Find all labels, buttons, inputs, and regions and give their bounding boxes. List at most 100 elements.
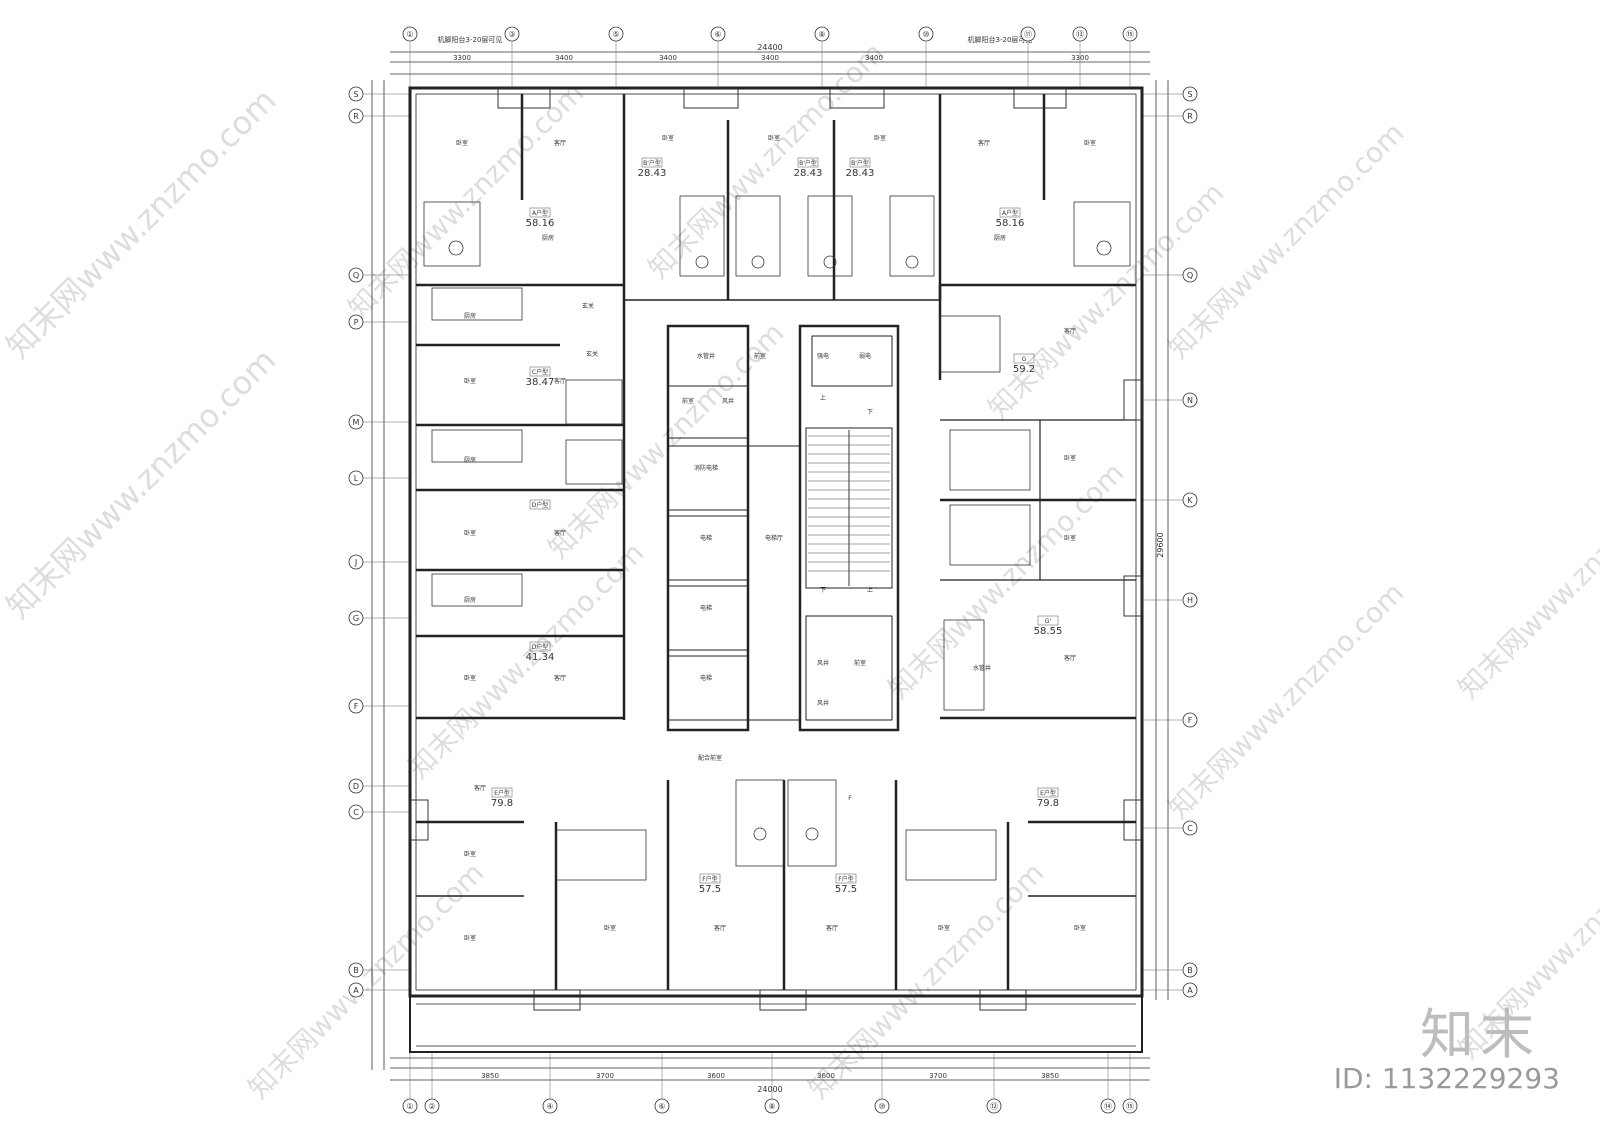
unit-type-label: F户型: [702, 875, 717, 883]
unit-label: G'58.55: [1034, 615, 1063, 637]
core: [666, 324, 900, 732]
room-label: 卧室: [938, 924, 950, 932]
room-label: 客厅: [554, 674, 566, 682]
top-note-right: 机脚阳台3-20层可见: [968, 35, 1033, 44]
unit-label: G59.2: [1013, 353, 1035, 375]
unit-type-label: A户型: [532, 209, 548, 217]
axis-label-right: N: [1187, 396, 1193, 405]
dim-top: 3400: [761, 54, 779, 62]
dim-bottom: 3600: [707, 1072, 725, 1080]
watermark-12: 知末网www.znzmo.com: [1452, 456, 1600, 705]
room-label: 风井: [817, 659, 829, 667]
axis-label-left: B: [353, 966, 359, 975]
watermark-1: 知末网www.znzmo.com: [0, 81, 283, 366]
fixtures: [423, 195, 1131, 881]
watermark-9: 知末网www.znzmo.com: [1162, 116, 1411, 365]
dim-bottom: 3600: [817, 1072, 835, 1080]
unit-label: D户型: [529, 499, 551, 510]
room-label: 卧室: [464, 529, 476, 537]
watermark-2: 知末网www.znzmo.com: [0, 341, 283, 626]
room-label: 卧室: [1064, 534, 1076, 542]
unit-type-label: B'户型: [851, 159, 869, 167]
unit-area-label: 79.8: [491, 798, 513, 809]
dim-top: 3400: [659, 54, 677, 62]
room-label: 卧室: [1074, 924, 1086, 932]
room-label: 前室: [754, 352, 766, 360]
axis-label-left: C: [353, 808, 359, 817]
unit-type-label: E户型: [1040, 789, 1056, 797]
room-label: 厨房: [464, 456, 476, 464]
unit-area-label: 58.55: [1034, 626, 1063, 637]
room-label: 卧室: [456, 139, 468, 147]
axis-label-bottom: ⑩: [878, 1102, 885, 1111]
room-label: 电梯: [700, 534, 712, 542]
room-label: 下: [867, 409, 873, 416]
dim-bottom: 3850: [481, 1072, 499, 1080]
room-label: 卧室: [464, 674, 476, 682]
overall-width-bottom: 24000: [757, 1085, 782, 1094]
balconies: [409, 87, 1143, 1011]
stair-treads: [808, 430, 890, 586]
building-outline: [408, 86, 1144, 1053]
room-label: 强电: [817, 352, 829, 360]
room-label: 消防电梯: [694, 464, 718, 472]
unit-area-label: 28.43: [794, 168, 823, 179]
dimension-lines: [371, 51, 1169, 1081]
room-label: 水管井: [697, 352, 715, 360]
top-note-left: 机脚阳台3-20层可见: [438, 35, 503, 44]
room-label: 电梯厅: [765, 534, 783, 542]
axis-label-left: A: [353, 986, 359, 995]
unit-area-label: 28.43: [638, 168, 667, 179]
unit-walls: [416, 94, 1136, 990]
room-label: 前室: [682, 397, 694, 405]
room-label: 卧室: [464, 377, 476, 385]
room-label: 卧室: [464, 850, 476, 858]
axis-label-bottom: ⑥: [658, 1102, 665, 1111]
unit-area-label: 41.34: [526, 652, 555, 663]
axis-label-top: ⑧: [818, 30, 825, 39]
unit-area-label: 57.5: [835, 884, 857, 895]
axis-label-bottom: ⑫: [990, 1102, 998, 1111]
axis-label-right: R: [1187, 112, 1193, 121]
axis-label-right: A: [1187, 986, 1193, 995]
axis-label-bottom: ⑭: [1104, 1102, 1112, 1111]
axis-label-left: F: [354, 702, 359, 711]
axis-label-bottom: ⑮: [1126, 1102, 1134, 1111]
axis-label-left: L: [354, 474, 359, 483]
room-label: 风井: [722, 397, 734, 405]
unit-type-label: F户型: [838, 875, 853, 883]
axis-label-right: K: [1187, 496, 1193, 505]
unit-type-label: B'户型: [643, 159, 661, 167]
axis-label-top: ⑮: [1126, 30, 1134, 39]
axis-label-right: B: [1187, 966, 1193, 975]
axis-label-bottom: ②: [428, 1102, 435, 1111]
axis-label-right: H: [1187, 596, 1193, 605]
watermark-10: 知末网www.znzmo.com: [1162, 576, 1411, 825]
room-label: F: [848, 795, 852, 802]
axis-label-left: S: [353, 90, 358, 99]
room-label: 上: [867, 586, 873, 594]
axis-label-left: G: [353, 614, 359, 623]
room-label: 上: [820, 394, 826, 402]
room-label: 客厅: [1064, 327, 1076, 335]
unit-type-label: A户型: [1002, 209, 1018, 217]
room-label: 风井: [817, 699, 829, 707]
room-label: 客厅: [1064, 654, 1076, 662]
axis-label-top: ①: [406, 30, 413, 39]
axis-label-bottom: ⑧: [768, 1102, 775, 1111]
room-label: 卧室: [464, 934, 476, 942]
image-id: ID: 1132229293: [1333, 1062, 1560, 1095]
axis-label-top: ⑬: [1076, 30, 1084, 39]
axis-label-left: M: [353, 418, 360, 427]
room-label: 卧室: [604, 924, 616, 932]
